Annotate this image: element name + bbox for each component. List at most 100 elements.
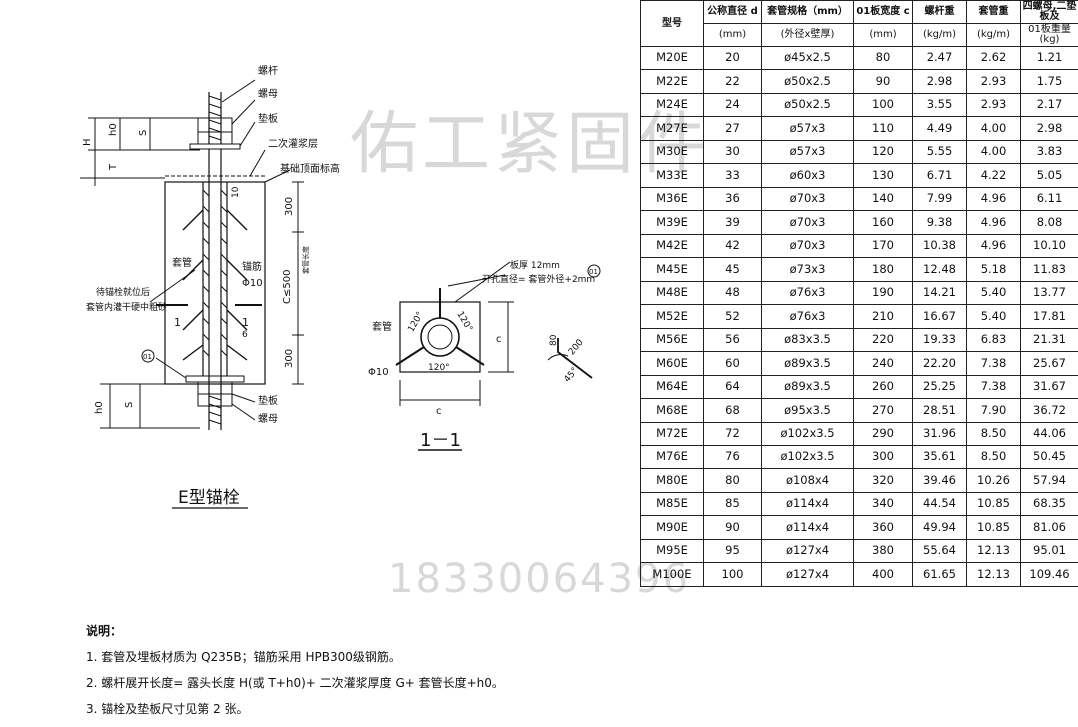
table-cell: 2.98: [912, 69, 967, 94]
label-grout-layer: 二次灌浆层: [268, 137, 318, 150]
table-cell: 7.90: [966, 398, 1021, 423]
table-cell: ø70x3: [761, 210, 854, 235]
table-cell: 90: [853, 69, 913, 94]
dim-c-bottom: c: [436, 406, 442, 417]
table-cell: 14.21: [912, 280, 967, 306]
table-cell: 85: [703, 491, 762, 517]
table-cell: 6.71: [912, 163, 967, 188]
table-cell: 76: [703, 444, 762, 470]
table-cell: 220: [853, 327, 913, 353]
table-cell: ø102x3.5: [761, 444, 854, 470]
table-cell: 4.00: [966, 139, 1021, 165]
table-cell: ø108x4: [761, 468, 854, 493]
table-cell: 170: [853, 233, 913, 259]
table-cell: 31.96: [912, 421, 967, 446]
table-cell: 45: [703, 257, 762, 282]
col-subheader-bolt-weight: (kg/m): [912, 23, 967, 47]
table-cell: ø45x2.5: [761, 45, 854, 71]
plate-mark-section: 01: [589, 268, 598, 276]
table-cell: 360: [853, 515, 913, 540]
plate-mark: 01: [143, 353, 152, 361]
table-cell: 10.85: [966, 491, 1021, 517]
table-cell: 2.93: [966, 69, 1021, 94]
table-cell: 44.54: [912, 491, 967, 517]
table-cell: 120: [853, 139, 913, 165]
table-cell: 48: [703, 280, 762, 306]
table-cell: 290: [853, 421, 913, 446]
table-cell: M64E: [640, 374, 704, 400]
table-cell: 4.96: [966, 210, 1021, 235]
table-cell: 8.50: [966, 444, 1021, 470]
table-cell: M52E: [640, 304, 704, 329]
table-cell: 21.31: [1020, 327, 1078, 353]
table-cell: 68: [703, 398, 762, 423]
table-cell: 4.00: [966, 116, 1021, 141]
label-nut-top: 螺母: [258, 88, 278, 100]
table-cell: 90: [703, 515, 762, 540]
table-cell: 95: [703, 538, 762, 564]
table-cell: ø57x3: [761, 116, 854, 141]
col-subheader-sleeve-weight: (kg/m): [966, 23, 1021, 47]
table-cell: 270: [853, 398, 913, 423]
note-item-3: 3. 锚栓及垫板尺寸见第 2 张。: [86, 702, 249, 716]
label-foundation-top: 基础顶面标高: [280, 162, 340, 175]
table-cell: ø76x3: [761, 304, 854, 329]
table-cell: ø114x4: [761, 515, 854, 540]
col-header-plate-width: 01板宽度 c: [853, 0, 913, 24]
col-header-model: 型号: [640, 0, 704, 47]
label-washer-top: 垫板: [258, 112, 278, 125]
table-cell: 50.45: [1020, 444, 1078, 470]
table-cell: 39: [703, 210, 762, 235]
col-header-diameter: 公称直径 d: [703, 0, 762, 24]
dim-h0-bottom: h0: [94, 401, 105, 414]
table-cell: 210: [853, 304, 913, 329]
table-cell: 10.26: [966, 468, 1021, 493]
table-cell: 13.77: [1020, 280, 1078, 306]
table-cell: ø89x3.5: [761, 351, 854, 376]
table-cell: 57.94: [1020, 468, 1078, 493]
table-cell: M85E: [640, 491, 704, 517]
table-cell: 36.72: [1020, 398, 1078, 423]
table-cell: M68E: [640, 398, 704, 423]
table-cell: 400: [853, 562, 913, 587]
bend-200: 200: [567, 338, 586, 358]
dim-s-bottom: S: [124, 402, 135, 408]
table-cell: 320: [853, 468, 913, 493]
angle-120c: 120°: [428, 363, 450, 373]
label-rebar: 锚筋: [242, 260, 262, 273]
table-cell: 7.38: [966, 374, 1021, 400]
dim-h0: h0: [108, 123, 119, 136]
col-subheader-sleeve: (外径x壁厚): [761, 23, 854, 47]
table-cell: M45E: [640, 257, 704, 282]
table-cell: ø70x3: [761, 186, 854, 212]
table-cell: M24E: [640, 92, 704, 118]
table-cell: 25.67: [1020, 351, 1078, 376]
dim-t: T: [108, 163, 119, 171]
table-cell: ø70x3: [761, 233, 854, 259]
table-cell: 140: [853, 186, 913, 212]
col-subheader-plate-width: (mm): [853, 23, 913, 47]
table-cell: ø83x3.5: [761, 327, 854, 353]
table-cell: M72E: [640, 421, 704, 446]
table-cell: 12.48: [912, 257, 967, 282]
table-cell: 6.83: [966, 327, 1021, 353]
anchor-bolt-drawing: 螺杆 螺母 垫板 二次灌浆层 基础顶面标高 套管 锚筋 Φ10 待锚栓就位后 套…: [80, 65, 601, 509]
table-cell: 42: [703, 233, 762, 259]
table-cell: 52: [703, 304, 762, 329]
table-subheader-row: (mm) (外径x壁厚) (mm) (kg/m) (kg/m) 01板重量(kg…: [641, 23, 1078, 47]
table-cell: M60E: [640, 351, 704, 376]
table-cell: 2.47: [912, 45, 967, 71]
